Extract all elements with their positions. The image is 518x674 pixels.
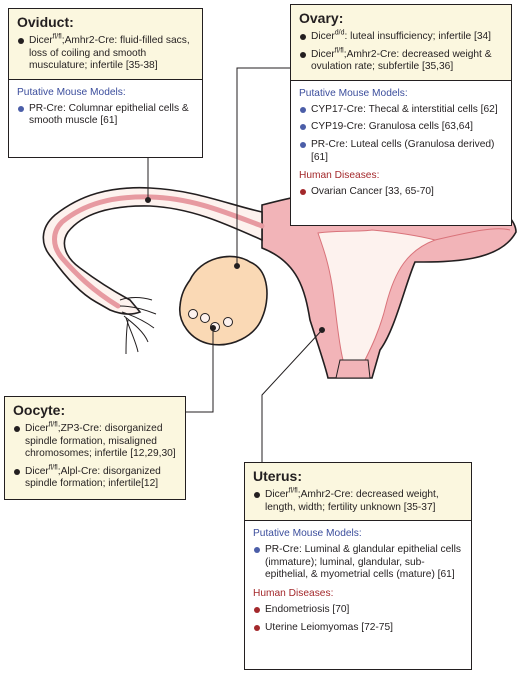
uterus-phenotype-section: Uterus: Dicerfl/fl;Amhr2-Cre: decreased … — [245, 463, 471, 522]
oviduct-putative-item: PR-Cre: Columnar epithelial cells & smoo… — [17, 103, 194, 128]
ovary-disease-item: Ovarian Cancer [33, 65-70] — [299, 186, 503, 199]
oviduct-title: Oviduct: — [17, 14, 74, 30]
uterine-horn-lumen — [434, 228, 511, 241]
bullet — [254, 606, 260, 613]
bullet — [254, 547, 260, 554]
oocyte-phenotype-item: Dicerfl/fl;ZP3-Cre: disorganized spindle… — [13, 422, 177, 461]
uterus-disease-item: Endometriosis [70] — [253, 604, 463, 617]
bullet — [14, 468, 20, 475]
bullet — [300, 124, 306, 131]
oocyte-phenotype-item: Dicerfl/fl;Alpl-Cre: disorganized spindl… — [13, 464, 177, 491]
ovary-putative-section: Putative Mouse Models: CYP17-Cre: Thecal… — [291, 81, 511, 205]
uterus-putative-section: Putative Mouse Models: PR-Cre: Luminal &… — [245, 521, 471, 640]
ovary-phenotype-item: Dicerfl/fl;Amhr2-Cre: decreased weight &… — [299, 47, 503, 74]
uterus-diseases-title: Human Diseases: — [253, 587, 334, 599]
bullet — [254, 492, 260, 498]
ovary-putative-item: CYP19-Cre: Granulosa cells [63,64] — [299, 121, 503, 134]
bullet — [300, 141, 306, 148]
uterus-putative-item: PR-Cre: Luminal & glandular epithelial c… — [253, 544, 463, 582]
oviduct-lining — [52, 194, 265, 309]
uterus-phenotype-item: Dicerfl/fl;Amhr2-Cre: decreased weight, … — [253, 488, 463, 514]
uterus-panel: Uterus: Dicerfl/fl;Amhr2-Cre: decreased … — [244, 462, 472, 670]
bullet — [18, 105, 24, 112]
oviduct-tube — [42, 186, 263, 315]
uterus-disease-item: Uterine Leiomyomas [72-75] — [253, 622, 463, 635]
oocyte-panel: Oocyte: Dicerfl/fl;ZP3-Cre: disorganized… — [4, 396, 186, 500]
bullet — [300, 189, 306, 196]
bullet — [300, 51, 306, 58]
oocyte-phenotype-section: Oocyte: Dicerfl/fl;ZP3-Cre: disorganized… — [5, 397, 185, 499]
fimbriae — [119, 296, 157, 355]
oviduct-phenotype-item: Dicerfl/fl;Amhr2-Cre: fluid-filled sacs,… — [17, 34, 194, 73]
bullet — [18, 38, 24, 44]
uterus-putative-title: Putative Mouse Models: — [253, 528, 362, 540]
ovary-putative-item: CYP17-Cre: Thecal & interstitial cells [… — [299, 104, 503, 117]
ovary-putative-title: Putative Mouse Models: — [299, 87, 408, 99]
uterus-title: Uterus: — [253, 468, 303, 484]
cervix — [335, 359, 371, 379]
oocyte-marker — [210, 325, 216, 331]
bullet — [300, 34, 306, 40]
bullet — [300, 106, 306, 113]
uterine-lumen — [317, 229, 437, 361]
ovary-diseases-title: Human Diseases: — [299, 170, 380, 182]
ovary-title: Ovary: — [299, 10, 344, 26]
connector-lines — [145, 67, 325, 462]
oviduct-phenotype-section: Oviduct: Dicerfl/fl;Amhr2-Cre: fluid-fil… — [9, 9, 202, 80]
oviduct-panel: Oviduct: Dicerfl/fl;Amhr2-Cre: fluid-fil… — [8, 8, 203, 158]
bullet — [14, 426, 20, 432]
ovary-putative-item: PR-Cre: Luteal cells (Granulosa derived)… — [299, 139, 503, 164]
oviduct-putative-title: Putative Mouse Models: — [17, 86, 126, 98]
ovary — [179, 255, 268, 346]
oocyte-title: Oocyte: — [13, 402, 66, 418]
ovary-panel: Ovary: Dicerd/d: luteal insufficiency; i… — [290, 4, 512, 226]
oviduct-putative-section: Putative Mouse Models: PR-Cre: Columnar … — [9, 80, 202, 134]
ovary-phenotype-section: Ovary: Dicerd/d: luteal insufficiency; i… — [291, 5, 511, 81]
bullet — [254, 624, 260, 631]
ovary-phenotype-item: Dicerd/d: luteal insufficiency; infertil… — [299, 30, 503, 44]
